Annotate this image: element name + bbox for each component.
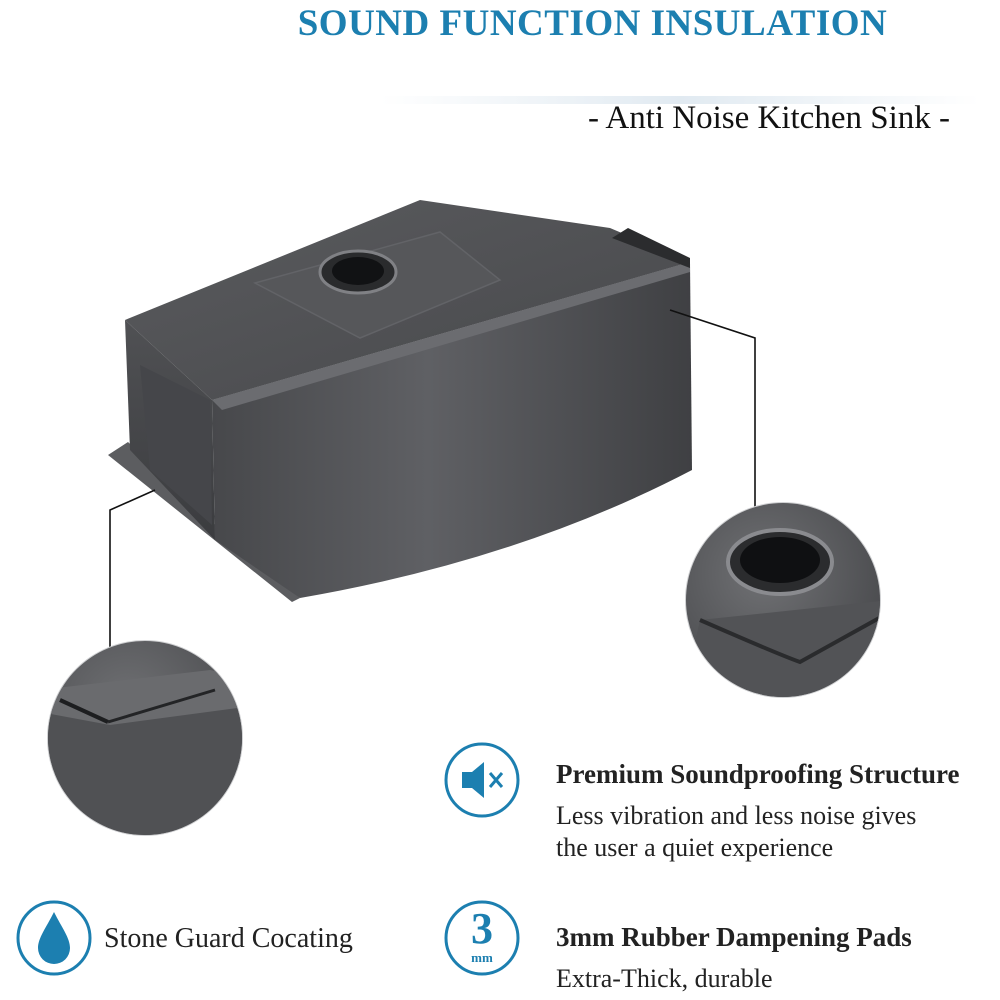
water-drop-icon — [14, 898, 94, 978]
sink-body — [108, 200, 692, 602]
soundproof-desc-line1: Less vibration and less noise gives — [556, 801, 917, 830]
zoom-circle-drain — [685, 502, 881, 698]
zoom-circle-corner — [47, 640, 243, 836]
pads-desc-line1: Extra-Thick, durable — [556, 964, 773, 993]
subtitle-underline — [380, 96, 980, 104]
thickness-3mm-icon: 3 mm — [442, 898, 522, 978]
speaker-muted-icon — [442, 740, 522, 820]
pointer-line-left — [109, 489, 156, 665]
thickness-unit: mm — [471, 950, 493, 965]
pads-title: 3mm Rubber Dampening Pads — [556, 922, 912, 952]
soundproof-desc-line2: the user a quiet experience — [556, 833, 834, 862]
pointer-line-right — [669, 309, 756, 520]
thickness-number: 3 — [471, 904, 493, 953]
soundproof-title: Premium Soundproofing Structure — [556, 759, 960, 789]
coating-title: Stone Guard Cocating — [104, 923, 353, 954]
page-subtitle: - Anti Noise Kitchen Sink - — [587, 100, 950, 136]
page-title: SOUND FUNCTION INSULATION — [297, 3, 888, 44]
